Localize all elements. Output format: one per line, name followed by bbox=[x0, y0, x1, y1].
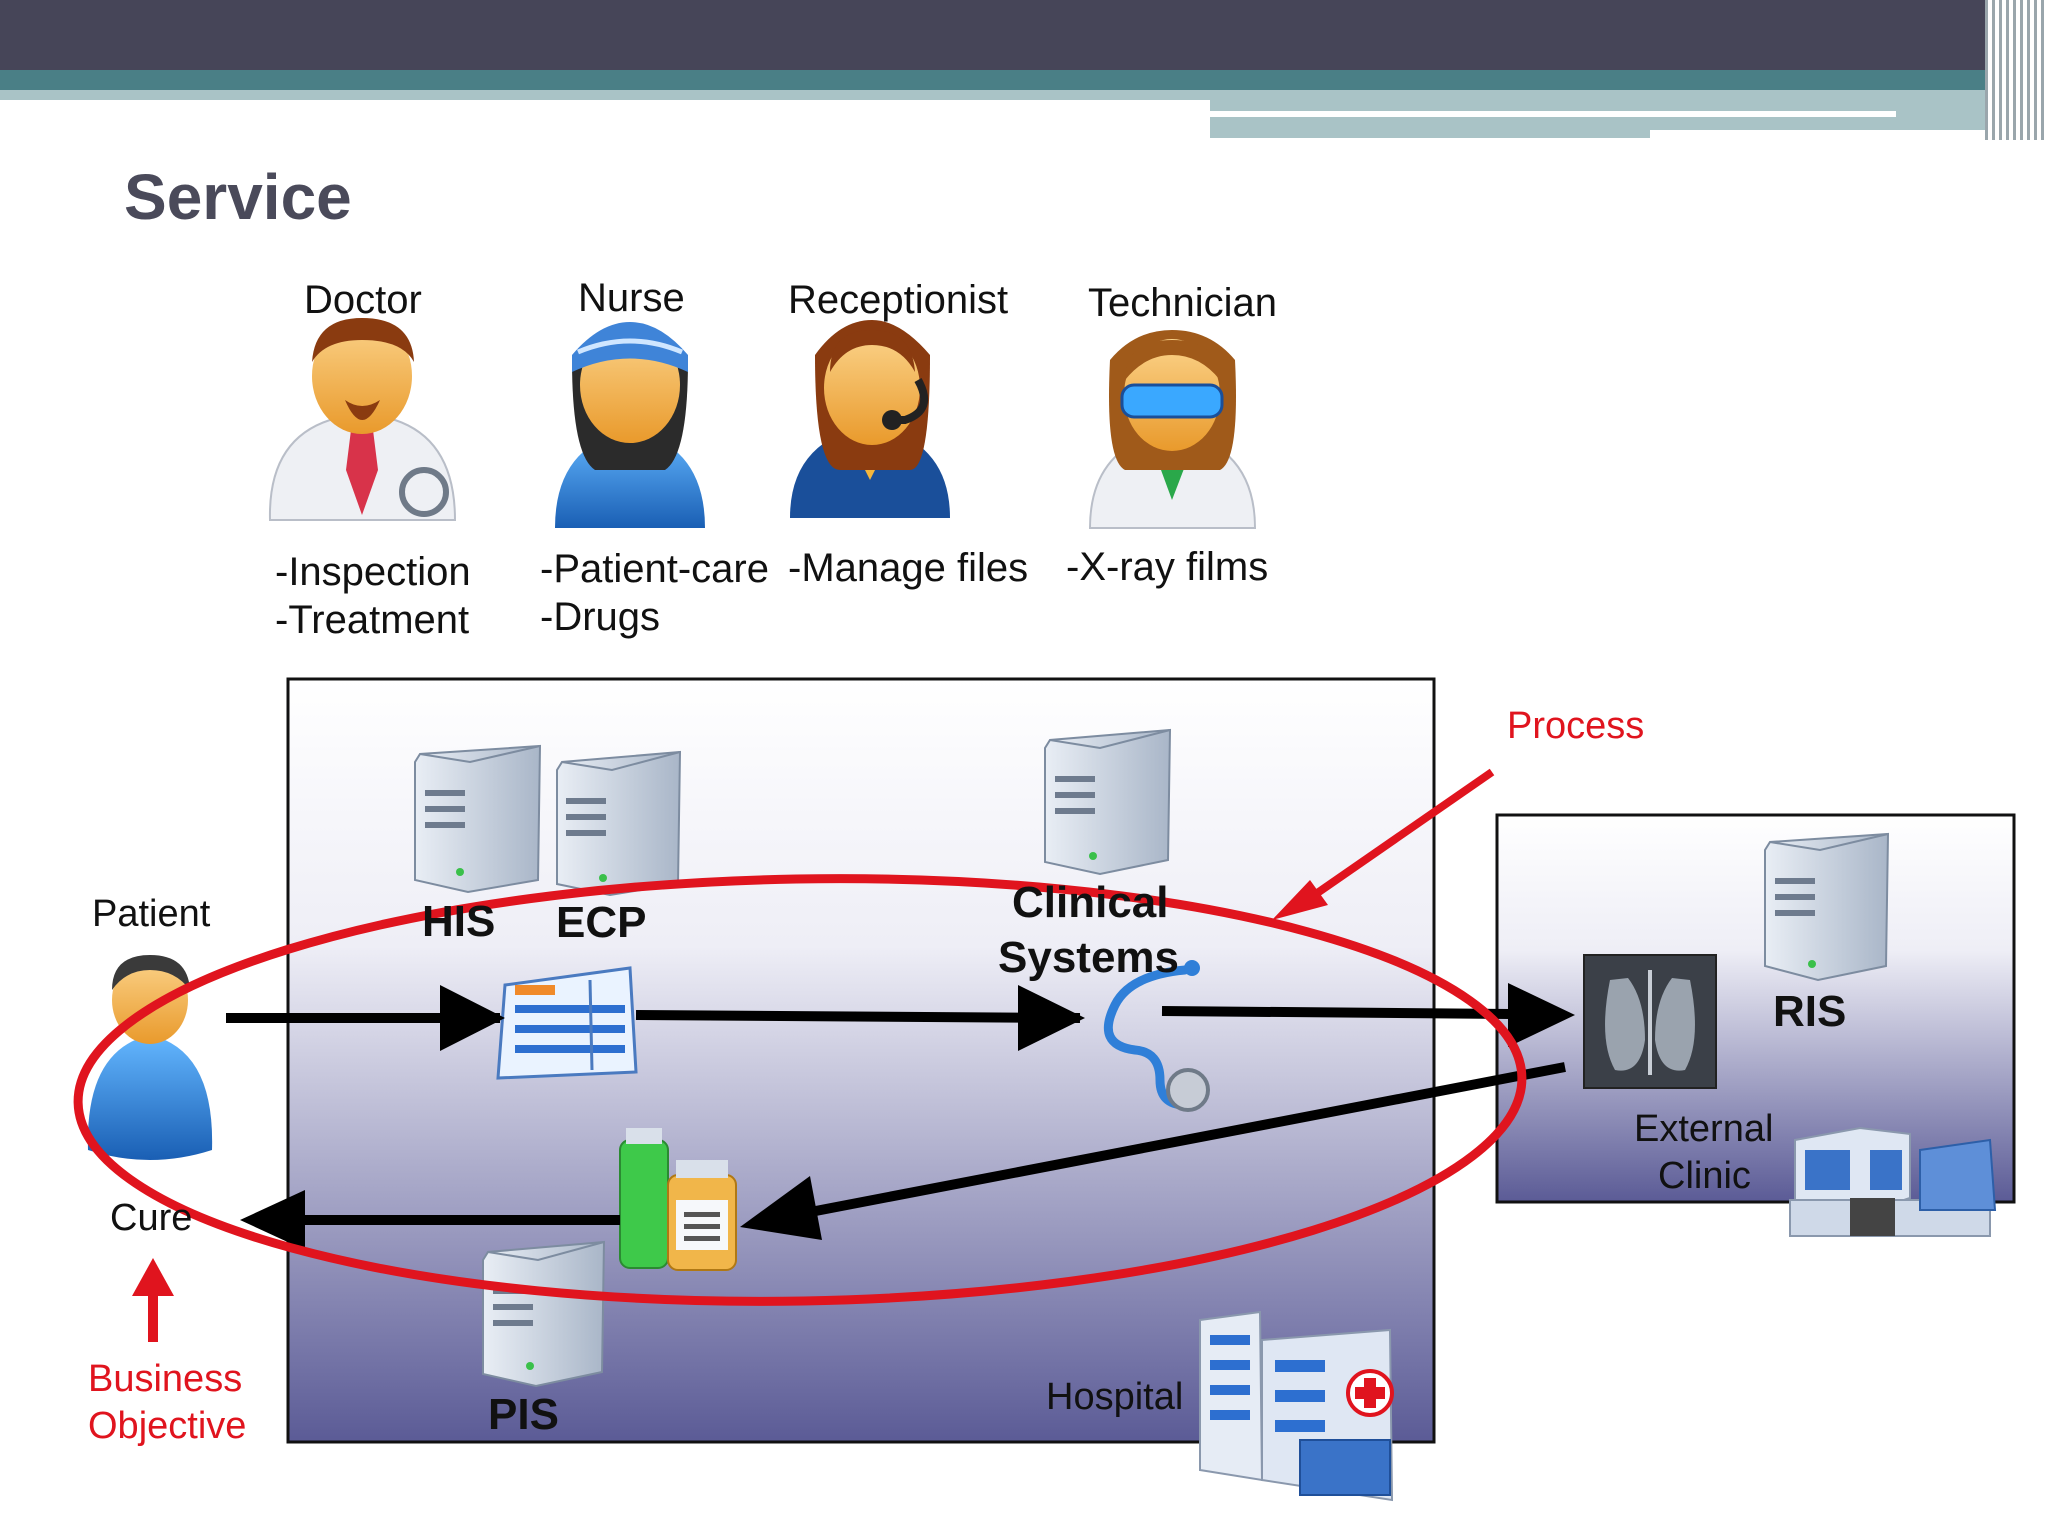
header-bar bbox=[0, 0, 2048, 70]
process-ellipse bbox=[73, 874, 1527, 1306]
patient-to-his-arrowhead bbox=[440, 985, 505, 1051]
external-clinic-label-1: External bbox=[1634, 1108, 1774, 1150]
task-doctor-2: -Treatment bbox=[275, 598, 470, 642]
medical-record-icon bbox=[496, 966, 638, 1080]
header-teal-band bbox=[0, 70, 2048, 90]
technician-icon bbox=[1088, 330, 1257, 529]
process-pointer-arrowhead bbox=[1272, 880, 1328, 920]
business-objective-label-2: Objective bbox=[88, 1405, 247, 1447]
role-name-nurse: Nurse bbox=[578, 276, 685, 320]
ris-label: RIS bbox=[1773, 987, 1847, 1036]
doctor-icon bbox=[268, 318, 457, 521]
role-name-technician: Technician bbox=[1088, 281, 1278, 325]
xray-to-pharmacy-arrow bbox=[799, 1062, 1566, 1219]
clinical-to-xray-arrowhead bbox=[1508, 983, 1575, 1047]
receptionist-icon bbox=[790, 320, 950, 518]
his-label: HIS bbox=[422, 897, 496, 946]
clinical-to-xray-arrow bbox=[1161, 1006, 1511, 1019]
patient-label: Patient bbox=[92, 893, 211, 935]
pis-server-icon bbox=[482, 1240, 606, 1388]
task-nurse-2: -Drugs bbox=[540, 595, 661, 639]
task-nurse-1: -Patient-care bbox=[540, 547, 769, 591]
hospital-building-icon bbox=[1199, 1310, 1394, 1502]
pharmacy-to-cure-arrowhead bbox=[240, 1190, 305, 1250]
task-technician-1: -X-ray films bbox=[1066, 545, 1269, 589]
clinical-systems-label-1: Clinical bbox=[1012, 878, 1169, 927]
clinical-systems-label-2: Systems bbox=[998, 933, 1180, 982]
clinical-server-icon bbox=[1044, 728, 1172, 876]
his-to-clinical-arrowhead bbox=[1018, 985, 1085, 1051]
process-label: Process bbox=[1507, 705, 1645, 747]
header-light-band bbox=[0, 90, 1210, 100]
page-title: Service bbox=[124, 161, 352, 233]
role-name-receptionist: Receptionist bbox=[788, 278, 1009, 322]
ris-server-icon bbox=[1764, 832, 1890, 982]
medicine-icon bbox=[619, 1128, 737, 1271]
business-objective-arrowhead bbox=[132, 1258, 174, 1296]
clinic-building-icon bbox=[1789, 1126, 1997, 1237]
role-name-doctor: Doctor bbox=[304, 278, 422, 322]
task-receptionist-1: -Manage files bbox=[788, 546, 1029, 590]
external-clinic-label-2: Clinic bbox=[1658, 1155, 1751, 1197]
xray-to-pharmacy-arrowhead bbox=[740, 1176, 822, 1240]
process-pointer-arrow bbox=[1297, 768, 1495, 909]
business-objective-label-1: Business bbox=[88, 1358, 243, 1400]
task-doctor-1: -Inspection bbox=[275, 550, 471, 594]
his-server-icon bbox=[414, 744, 542, 894]
header-white-stripe bbox=[1210, 111, 1896, 117]
his-to-clinical-arrow bbox=[635, 1010, 1081, 1023]
pis-label: PIS bbox=[488, 1390, 559, 1439]
ecp-server-icon bbox=[556, 750, 682, 897]
header-white-stripe-2 bbox=[1650, 130, 2010, 138]
header-edge-lines bbox=[1985, 0, 2048, 140]
nurse-icon bbox=[555, 322, 705, 528]
ecp-label: ECP bbox=[556, 898, 647, 947]
hospital-label: Hospital bbox=[1046, 1376, 1184, 1418]
stethoscope-icon bbox=[1103, 960, 1210, 1112]
xray-icon bbox=[1583, 954, 1717, 1089]
cure-label: Cure bbox=[110, 1197, 193, 1239]
